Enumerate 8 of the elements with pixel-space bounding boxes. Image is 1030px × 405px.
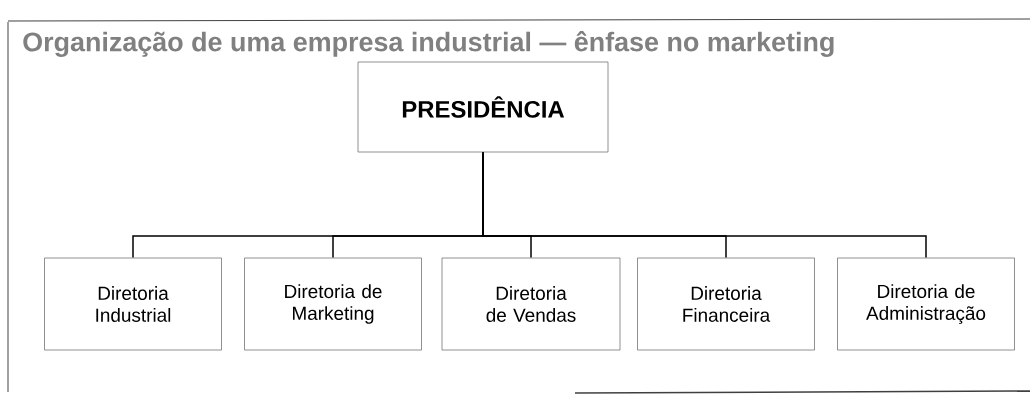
department-box: Diretoria de Marketing — [244, 257, 422, 351]
department-box: Diretoria Industrial — [44, 257, 222, 351]
department-box: Diretoria de Administração — [837, 257, 1015, 351]
connector-line — [482, 151, 927, 259]
department-box: Diretoria Financeira — [637, 257, 815, 351]
president-box: PRESIDÊNCIA — [357, 61, 609, 153]
department-box: Diretoria de Vendas — [441, 257, 621, 351]
title: Organização de uma empresa industrial — ênfase no marketing — [23, 31, 834, 57]
